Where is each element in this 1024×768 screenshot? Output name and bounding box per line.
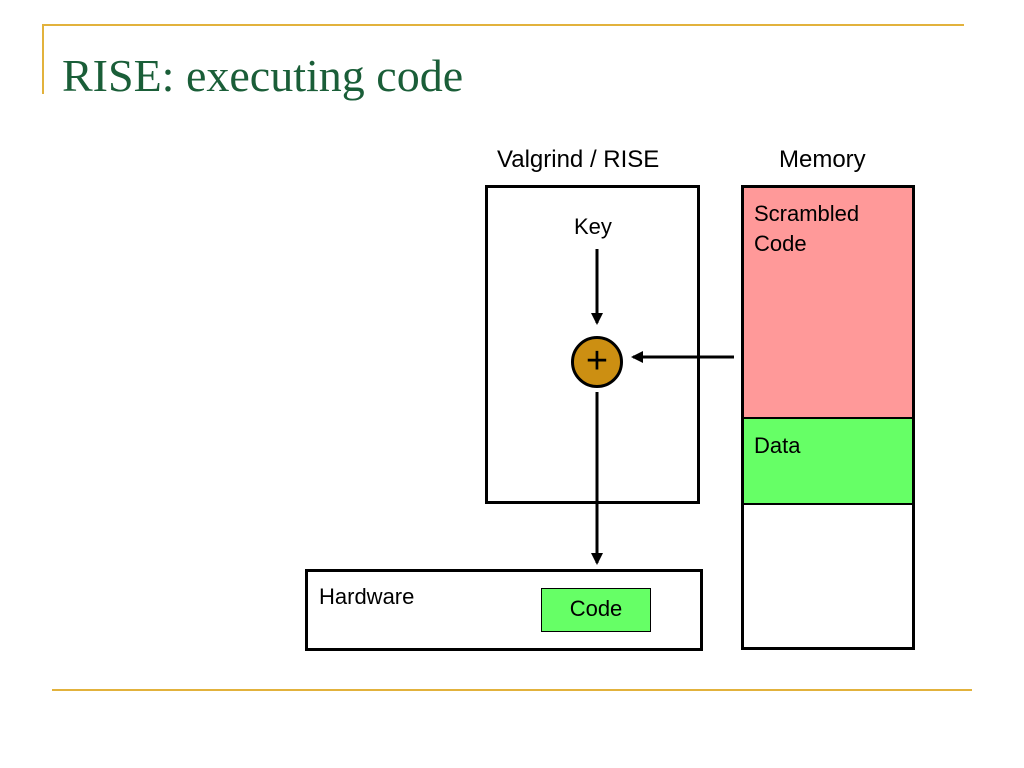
scrambled-code-label: Scrambled Code — [754, 201, 860, 256]
memory-box: Scrambled Code Data — [741, 185, 915, 650]
memory-segment-data: Data — [744, 419, 912, 505]
data-label: Data — [754, 433, 801, 458]
key-label: Key — [574, 214, 612, 239]
slide-title: RISE: executing code — [62, 50, 464, 101]
hardware-label: Hardware — [319, 584, 415, 609]
memory-segment-scrambled-code: Scrambled Code — [744, 188, 912, 419]
hardware-box: Hardware Code — [305, 569, 703, 651]
valgrind-rise-heading: Valgrind / RISE — [497, 146, 660, 173]
plus-symbol: + — [585, 340, 609, 382]
xor-combine-node: + — [571, 336, 623, 388]
top-accent-line — [42, 24, 964, 26]
left-accent-line — [42, 24, 44, 94]
memory-heading: Memory — [779, 146, 866, 173]
code-chip: Code — [541, 588, 651, 632]
bottom-accent-line — [52, 689, 972, 691]
